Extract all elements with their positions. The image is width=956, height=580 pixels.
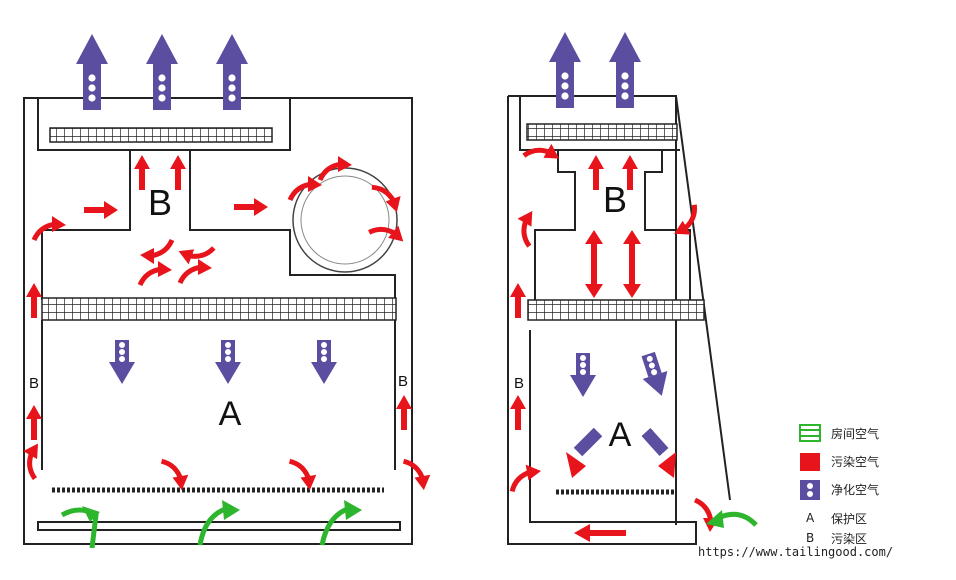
watermark-url: https://www.tailingood.com/: [698, 545, 893, 559]
contaminated-air-arrow: [140, 240, 172, 264]
contaminated-air-arrow: [26, 283, 42, 318]
purified-air-down-arrow: [635, 350, 675, 400]
contaminated-air-arrow: [140, 261, 172, 285]
contaminated-air-arrow: [180, 259, 212, 283]
contaminated-air-arrow: [588, 155, 604, 190]
contaminated-air-arrow: [667, 205, 707, 242]
contaminated-air-arrow: [509, 206, 546, 246]
purified-to-contaminated-arrow: [566, 427, 676, 478]
supply-hepa-filter: [527, 299, 705, 321]
zone-a-label: A: [609, 416, 632, 454]
purified-air-swatch: [800, 480, 820, 500]
contaminated-air-arrow: [404, 457, 433, 493]
supply-hepa-filter: [41, 297, 397, 321]
contaminated-air-arrow: [508, 462, 544, 491]
legend-contaminated-air-label: 污染空气: [831, 454, 879, 469]
contaminated-air-swatch: [800, 453, 820, 471]
contaminated-air-arrow: [396, 395, 412, 430]
exhaust-hepa-filter: [49, 127, 273, 143]
cabinet-outline: [507, 96, 697, 545]
left-cabinet: B A B B: [14, 34, 433, 549]
zone-b-side-label: B: [29, 375, 39, 392]
zone-b-side-label: B: [514, 375, 524, 392]
contaminated-air-arrow: [290, 457, 319, 493]
contaminated-air-arrow: [34, 216, 66, 240]
contaminated-air-arrow: [170, 155, 186, 190]
room-air-arrows: [60, 500, 362, 549]
exhaust-hepa-filter: [526, 123, 678, 141]
contaminated-air-arrow: [162, 457, 191, 493]
legend-a-text: 保护区: [831, 512, 867, 526]
contaminated-air-arrow: [510, 283, 526, 318]
legend-b-text: 污染区: [831, 531, 867, 546]
purified-air-down-arrow: [570, 353, 596, 397]
contaminated-air-arrow: [290, 176, 322, 200]
purified-air-down-arrow: [109, 340, 135, 384]
legend-purified-air-label: 净化空气: [831, 482, 879, 497]
contaminated-air-arrow: [14, 439, 51, 479]
contaminated-air-arrow: [26, 405, 42, 440]
room-air-arrows: [706, 510, 758, 528]
zone-b-side-label: B: [398, 373, 408, 390]
purified-air-down-arrow: [215, 340, 241, 384]
zone-b-label: B: [603, 179, 627, 220]
legend-zone-a: A 保护区: [806, 511, 867, 526]
legend: 房间空气 污染空气 净化空气 A 保护区 B 污染区: [799, 424, 879, 546]
purified-air-down-arrow: [311, 340, 337, 384]
zone-a-label: A: [219, 395, 242, 433]
legend-room-air: 房间空气: [799, 424, 879, 442]
legend-a-key: A: [806, 511, 815, 525]
contaminated-air-double-arrow: [585, 230, 641, 298]
contaminated-air-arrow: [574, 524, 626, 542]
legend-room-air-label: 房间空气: [831, 426, 879, 441]
legend-purified-air: 净化空气: [800, 480, 879, 500]
room-air-swatch: [799, 424, 821, 442]
cabinet-outline: [23, 97, 413, 545]
contaminated-air-arrow: [84, 201, 118, 219]
contaminated-air-arrow: [510, 395, 526, 430]
legend-b-key: B: [806, 531, 814, 545]
zone-b-label: B: [148, 182, 172, 223]
contaminated-air-arrow: [234, 198, 268, 216]
legend-contaminated-air: 污染空气: [800, 453, 879, 471]
legend-zone-b: B 污染区: [806, 531, 867, 546]
right-cabinet: B A B: [507, 32, 758, 545]
